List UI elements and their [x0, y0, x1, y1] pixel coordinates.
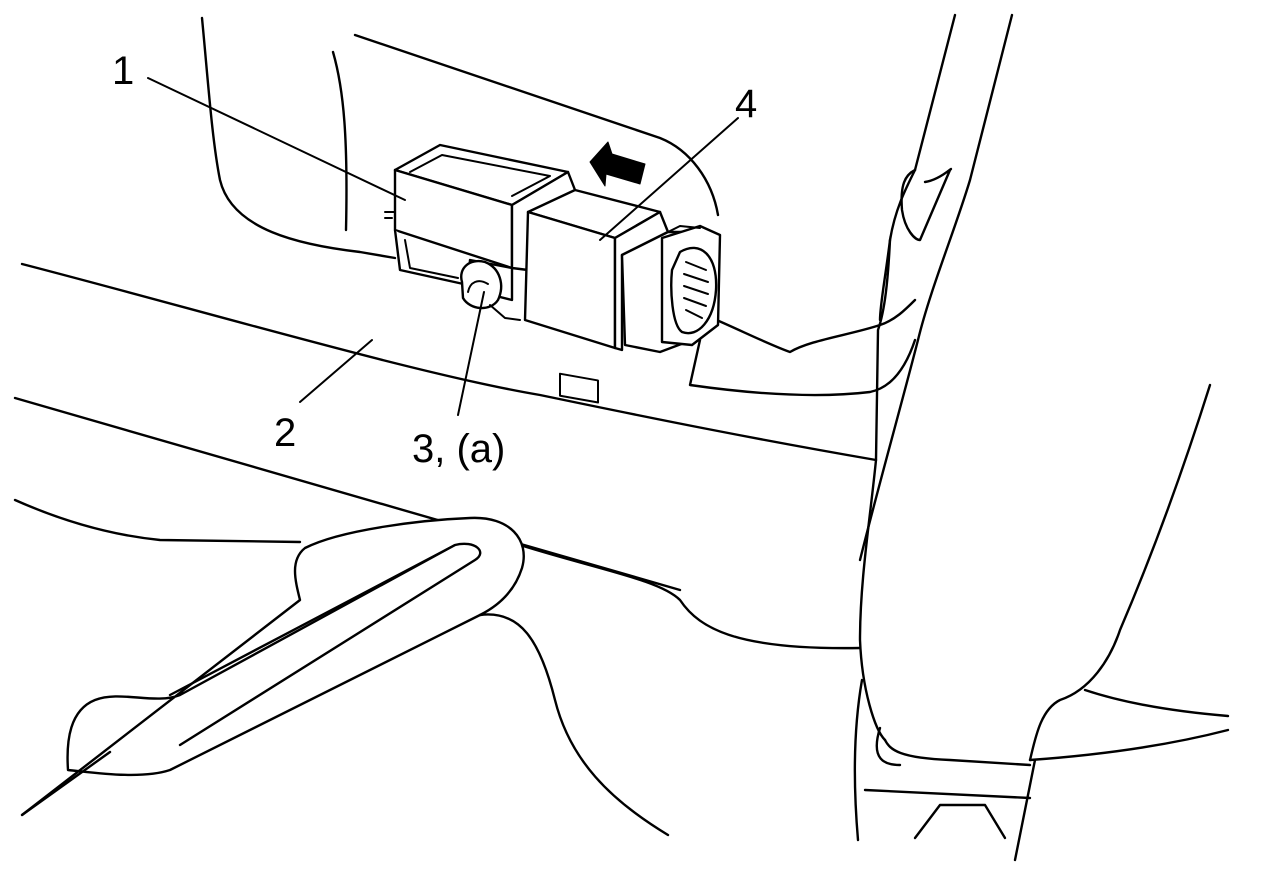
base-line-right: [1013, 758, 1037, 862]
callout-2: 2: [274, 411, 296, 455]
upper-body-line: [353, 33, 720, 217]
base-line-bottom: [863, 788, 1032, 800]
bolt-flange: [467, 280, 489, 293]
trim-panel-inner-edge: [331, 50, 348, 232]
seat-frame-tube-bottom: [20, 750, 112, 817]
mounting-bolt: [460, 259, 521, 321]
leader-line-1: [147, 77, 406, 201]
leader-line-4: [599, 117, 739, 241]
panel-contour: [13, 498, 302, 544]
connector-latch-window: [559, 372, 599, 404]
sensor-connector: [523, 188, 722, 404]
leader-line-3: [457, 291, 485, 416]
pillar-base-lower: [875, 726, 902, 767]
callout-1: 1: [112, 49, 134, 93]
panel-line-upper: [20, 262, 878, 462]
leader-line-2: [299, 339, 373, 403]
connector-tab: [667, 225, 701, 233]
panel-line-lower: [13, 396, 682, 592]
callout-3: 3, (a): [412, 427, 505, 471]
bolt-tip: [489, 304, 521, 321]
harness-guide-lower: [688, 338, 917, 397]
pillar-base: [883, 738, 1032, 767]
panel-contour-right: [518, 543, 862, 650]
sensor-top-inner: [409, 154, 551, 197]
pillar-lower-edge: [1028, 383, 1212, 762]
base-notch: [913, 803, 1007, 840]
floor-trim-line-2: [1028, 728, 1230, 762]
connector-grip-ridges: [683, 261, 709, 319]
direction-arrow-icon: [589, 141, 646, 187]
pillar-step: [900, 167, 953, 242]
seat-frame-tube-inner: [168, 542, 482, 747]
sensor-edge-pin: [384, 211, 396, 219]
floor-trim-line: [1083, 688, 1230, 718]
bolt-head: [460, 259, 503, 310]
trim-panel-edge: [200, 16, 397, 260]
harness-guide: [710, 298, 917, 354]
pillar-left-edge: [858, 13, 957, 742]
callout-4: 4: [735, 82, 757, 126]
seat-frame-tube-lower: [478, 613, 670, 837]
pillar-right-edge: [858, 13, 1014, 562]
seat-frame-tube-outer: [21, 516, 525, 816]
sensor-mount-inner: [404, 239, 459, 279]
harness-guide-top: [878, 238, 892, 322]
base-line-left: [853, 678, 864, 842]
